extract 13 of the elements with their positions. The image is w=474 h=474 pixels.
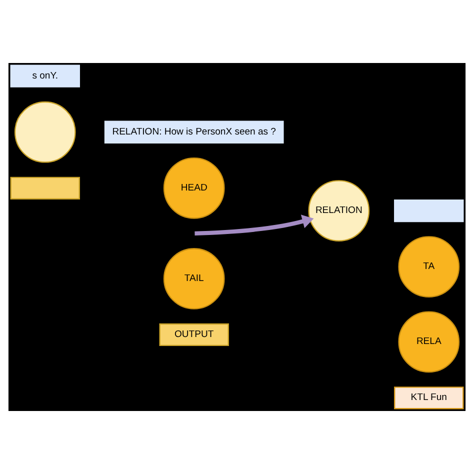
node-box: KTL Fun (394, 386, 464, 410)
node-box (394, 199, 464, 222)
node-box (10, 176, 80, 200)
node-circle: HEAD (163, 157, 225, 219)
node-box: RELATION: How is PersonX seen as ? (104, 120, 284, 144)
node-circle: TA (398, 236, 460, 298)
node-circle (14, 101, 76, 163)
node-box: OUTPUT (159, 323, 229, 346)
arrow (194, 214, 314, 236)
node-circle: TAIL (163, 248, 225, 310)
node-circle: RELA (398, 311, 460, 373)
node-circle: RELATION (308, 180, 370, 242)
node-box: s onY. (10, 64, 80, 88)
